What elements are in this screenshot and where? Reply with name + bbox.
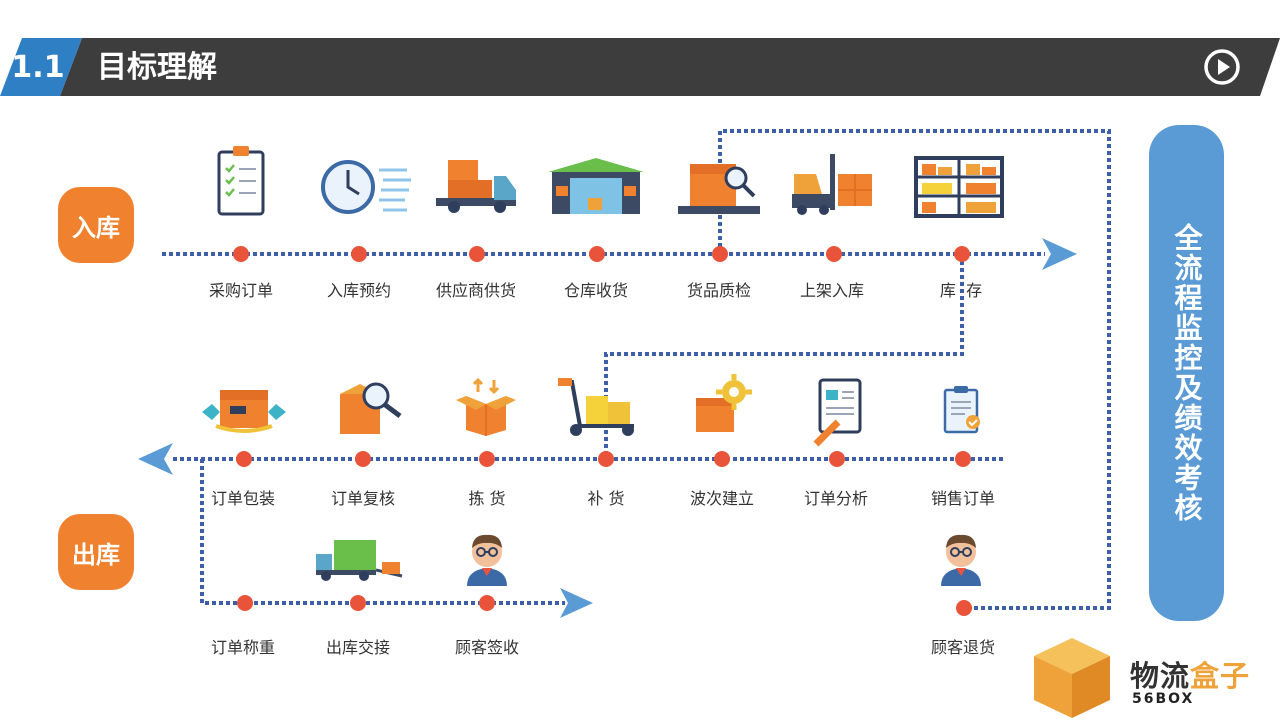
step-label-quality-inspection: 货品质检 xyxy=(686,281,751,300)
dot-outbound-2 xyxy=(355,451,371,467)
logo-main: 物流 xyxy=(1130,659,1191,693)
dot-inbound-5 xyxy=(712,246,728,262)
step-label-inbound-booking: 入库预约 xyxy=(326,281,391,300)
dot-outbound-1 xyxy=(236,451,252,467)
page-title: 目标理解 xyxy=(97,50,217,85)
outbound-link-line xyxy=(200,459,565,605)
package-icon xyxy=(202,390,286,433)
logo-accent: 盒子 xyxy=(1190,659,1251,693)
monitoring-panel-text: 全流程监控及绩效考核 xyxy=(1170,223,1204,523)
dot-inbound-6 xyxy=(826,246,842,262)
warehouse-icon xyxy=(548,158,644,214)
delivery-arrow-icon xyxy=(560,588,593,618)
dot-outbound-3 xyxy=(479,451,495,467)
forklift-icon xyxy=(792,154,872,215)
step-label-purchase-order: 采购订单 xyxy=(208,281,273,300)
monitor-loop-line xyxy=(718,129,1111,610)
step-label-order-analysis: 订单分析 xyxy=(803,489,868,508)
step-label-order-weighing: 订单称重 xyxy=(210,638,275,657)
step-label-customer-return: 顾客退货 xyxy=(930,638,995,657)
dot-inbound-1 xyxy=(233,246,249,262)
truck-icon xyxy=(436,160,516,213)
dot-inbound-2 xyxy=(351,246,367,262)
dot-inbound-4 xyxy=(589,246,605,262)
dot-outbound-5 xyxy=(714,451,730,467)
step-label-order-review: 订单复核 xyxy=(330,489,395,508)
delivery-truck-icon xyxy=(316,540,403,581)
dot-row2-2 xyxy=(350,595,366,611)
step-label-supplier-delivery: 供应商供货 xyxy=(435,281,516,300)
inventory-to-replenish-line xyxy=(604,254,964,460)
dot-outbound-7 xyxy=(955,451,971,467)
outbound-arrow-icon xyxy=(138,443,173,475)
monitoring-panel: 全流程监控及绩效考核 xyxy=(1149,125,1224,621)
outbound-stage-label: 出库 xyxy=(58,514,134,590)
step-label-wave-creation: 波次建立 xyxy=(689,489,754,508)
logo-subtext: 56BOX xyxy=(1132,691,1195,707)
step-label-customer-signoff: 顾客签收 xyxy=(454,638,519,657)
inbound-stage-label: 入库 xyxy=(58,187,134,263)
step-label-warehouse-receiving: 仓库收货 xyxy=(563,281,628,300)
dot-inbound-7 xyxy=(954,246,970,262)
report-icon xyxy=(813,378,862,447)
clock-icon xyxy=(321,160,411,214)
inspection-icon xyxy=(678,164,760,214)
step-label-order-packing: 订单包装 xyxy=(210,489,275,508)
dot-row2-3 xyxy=(479,595,495,611)
dot-inbound-3 xyxy=(469,246,485,262)
dot-return xyxy=(956,600,972,616)
dot-row2-1 xyxy=(237,595,253,611)
step-label-put-away: 上架入库 xyxy=(799,281,864,300)
play-icon[interactable] xyxy=(1203,48,1241,86)
step-label-picking: 拣 货 xyxy=(468,489,506,508)
customer-icon xyxy=(467,534,507,586)
step-label-sales-order: 销售订单 xyxy=(930,489,995,508)
title-bar xyxy=(60,38,1280,96)
shelf-icon xyxy=(914,156,1004,218)
inbound-arrow-icon xyxy=(1042,238,1077,270)
box-gear-icon xyxy=(696,374,752,432)
clipboard-icon xyxy=(217,146,265,216)
hand-truck-icon xyxy=(558,378,634,436)
step-label-inventory: 库 存 xyxy=(939,281,983,300)
logo-box-icon xyxy=(1034,638,1110,718)
customer-icon xyxy=(941,534,981,586)
sales-clipboard-icon xyxy=(943,386,980,434)
review-icon xyxy=(340,382,402,434)
dot-outbound-4 xyxy=(598,451,614,467)
open-box-icon xyxy=(456,377,516,436)
logo-text: 物流盒子 xyxy=(1130,653,1250,695)
dot-outbound-6 xyxy=(829,451,845,467)
step-label-outbound-handover: 出库交接 xyxy=(325,638,390,657)
step-label-replenishment: 补 货 xyxy=(587,489,625,508)
